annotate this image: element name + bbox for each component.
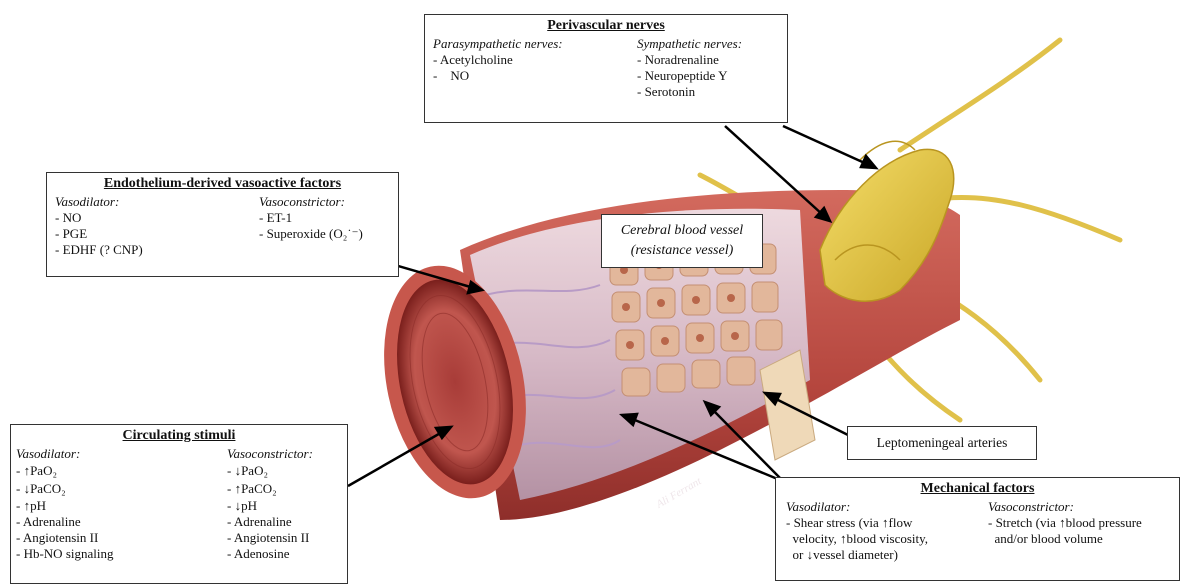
vasodilator-heading: Vasodilator: [786, 499, 928, 515]
list-item: - NO [55, 210, 143, 226]
list-item: - Angiotensin II [227, 530, 313, 546]
list-item: - Shear stress (via ↑flow [786, 515, 928, 531]
list-item: - PGE [55, 226, 143, 242]
list-item: or ↓vessel diameter) [786, 547, 928, 563]
list-item: - Adenosine [227, 546, 313, 562]
list-item: velocity, ↑blood viscosity, [786, 531, 928, 547]
list-item: - ↓PaCO₂ [16, 480, 114, 498]
list-item: - ↓PaO₂ [227, 462, 313, 480]
vessel-label-line1: Cerebral blood vessel [602, 221, 762, 241]
cerebral-vessel-label: Cerebral blood vessel (resistance vessel… [601, 214, 763, 268]
vasodilator-heading: Vasodilator: [16, 446, 114, 462]
list-item: - Superoxide (O₂˙⁻) [259, 226, 363, 242]
vessel-label-line2: (resistance vessel) [602, 241, 762, 261]
parasympathetic-heading: Parasympathetic nerves: [433, 36, 563, 52]
list-item: - ↑PaO₂ [16, 462, 114, 480]
list-item: - ET-1 [259, 210, 363, 226]
circulating-stimuli-box: Circulating stimuli Vasodilator: - ↑PaO₂… [10, 424, 348, 584]
mechanical-title: Mechanical factors [776, 481, 1179, 497]
list-item: - ↓pH [227, 498, 313, 514]
circulating-title: Circulating stimuli [11, 428, 347, 444]
list-item: - ↑PaCO₂ [227, 480, 313, 498]
list-item: - Acetylcholine [433, 52, 563, 68]
list-item: - Serotonin [637, 84, 742, 100]
list-item: - NO [433, 68, 563, 84]
vasoconstrictor-heading: Vasoconstrictor: [259, 194, 363, 210]
list-item: - Noradrenaline [637, 52, 742, 68]
list-item: - Adrenaline [227, 514, 313, 530]
sympathetic-heading: Sympathetic nerves: [637, 36, 742, 52]
list-item: - Stretch (via ↑blood pressure [988, 515, 1142, 531]
mechanical-factors-box: Mechanical factors Vasodilator: - Shear … [775, 477, 1180, 581]
perivascular-title: Perivascular nerves [425, 18, 787, 34]
list-item: - Hb-NO signaling [16, 546, 114, 562]
vasodilator-heading: Vasodilator: [55, 194, 143, 210]
vasoconstrictor-heading: Vasoconstrictor: [988, 499, 1142, 515]
leptomeningeal-label: Leptomeningeal arteries [847, 426, 1037, 460]
list-item: - Angiotensin II [16, 530, 114, 546]
perivascular-nerves-box: Perivascular nerves Parasympathetic nerv… [424, 14, 788, 123]
list-item: - Neuropeptide Y [637, 68, 742, 84]
vasoconstrictor-heading: Vasoconstrictor: [227, 446, 313, 462]
list-item: - Adrenaline [16, 514, 114, 530]
list-item: and/or blood volume [988, 531, 1142, 547]
endothelium-title: Endothelium-derived vasoactive factors [47, 176, 398, 192]
list-item: - ↑pH [16, 498, 114, 514]
list-item: - EDHF (? CNP) [55, 242, 143, 258]
endothelium-factors-box: Endothelium-derived vasoactive factors V… [46, 172, 399, 277]
